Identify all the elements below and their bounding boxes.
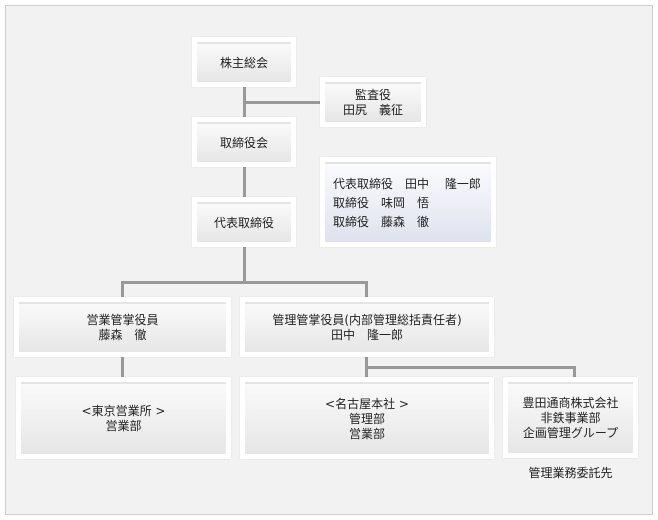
nagoya-office: <名古屋本社 > xyxy=(325,396,409,411)
auditor-title: 監査役 xyxy=(354,88,391,102)
director-line: 取締役 味岡 悟 xyxy=(333,195,430,210)
tokyo-office: <東京営業所 > xyxy=(81,404,166,418)
tokyo-office-box: <東京営業所 >営業部 xyxy=(16,377,231,459)
shareholders-meeting-box: 株主総会 xyxy=(192,37,296,87)
toyota-division: 非鉄事業部 xyxy=(540,411,601,425)
connector xyxy=(121,281,368,284)
director-line: 取締役 藤森 徹 xyxy=(333,214,430,229)
toyota-tsusho-box: 豊田通商株式会社非鉄事業部企画管理グループ xyxy=(503,377,638,458)
tokyo-dept: 営業部 xyxy=(105,419,142,433)
nagoya-dept-admin: 管理部 xyxy=(348,411,385,426)
president-label: 代表取締役 xyxy=(213,215,274,230)
nagoya-dept-sales: 営業部 xyxy=(348,426,385,441)
connector xyxy=(365,366,576,369)
auditor-name: 田尻 義征 xyxy=(342,103,403,117)
board-box: 取締役会 xyxy=(192,117,296,167)
director-line: 代表取締役 田中 隆一郎 xyxy=(333,176,481,191)
connector xyxy=(243,101,320,104)
admin-officer-name: 田中 隆一郎 xyxy=(330,328,403,342)
connector xyxy=(573,366,576,377)
shareholders-label: 株主総会 xyxy=(219,55,268,70)
connector xyxy=(121,281,124,297)
connector xyxy=(121,357,124,377)
board-label: 取締役会 xyxy=(219,135,268,150)
sales-officer-title: 営業管掌役員 xyxy=(86,313,159,327)
nagoya-hq-box: <名古屋本社 >管理部営業部 xyxy=(240,377,494,459)
admin-officer-box: 管理管掌役員(内部管理総括責任者)田中 隆一郎 xyxy=(240,297,494,357)
outsourcing-note: 管理業務委託先 xyxy=(528,466,613,480)
president-box: 代表取締役 xyxy=(192,197,296,247)
directors-box: 代表取締役 田中 隆一郎 取締役 味岡 悟 取締役 藤森 徹 xyxy=(320,157,496,247)
toyota-group: 企画管理グループ xyxy=(522,426,619,440)
connector xyxy=(365,281,368,297)
sales-officer-name: 藤森 徹 xyxy=(98,328,147,342)
connector xyxy=(243,87,246,282)
toyota-company: 豊田通商株式会社 xyxy=(522,396,619,410)
admin-officer-title: 管理管掌役員(内部管理総括責任者) xyxy=(272,313,462,327)
auditor-box: 監査役田尻 義征 xyxy=(320,77,426,127)
sales-officer-box: 営業管掌役員藤森 徹 xyxy=(14,297,231,357)
